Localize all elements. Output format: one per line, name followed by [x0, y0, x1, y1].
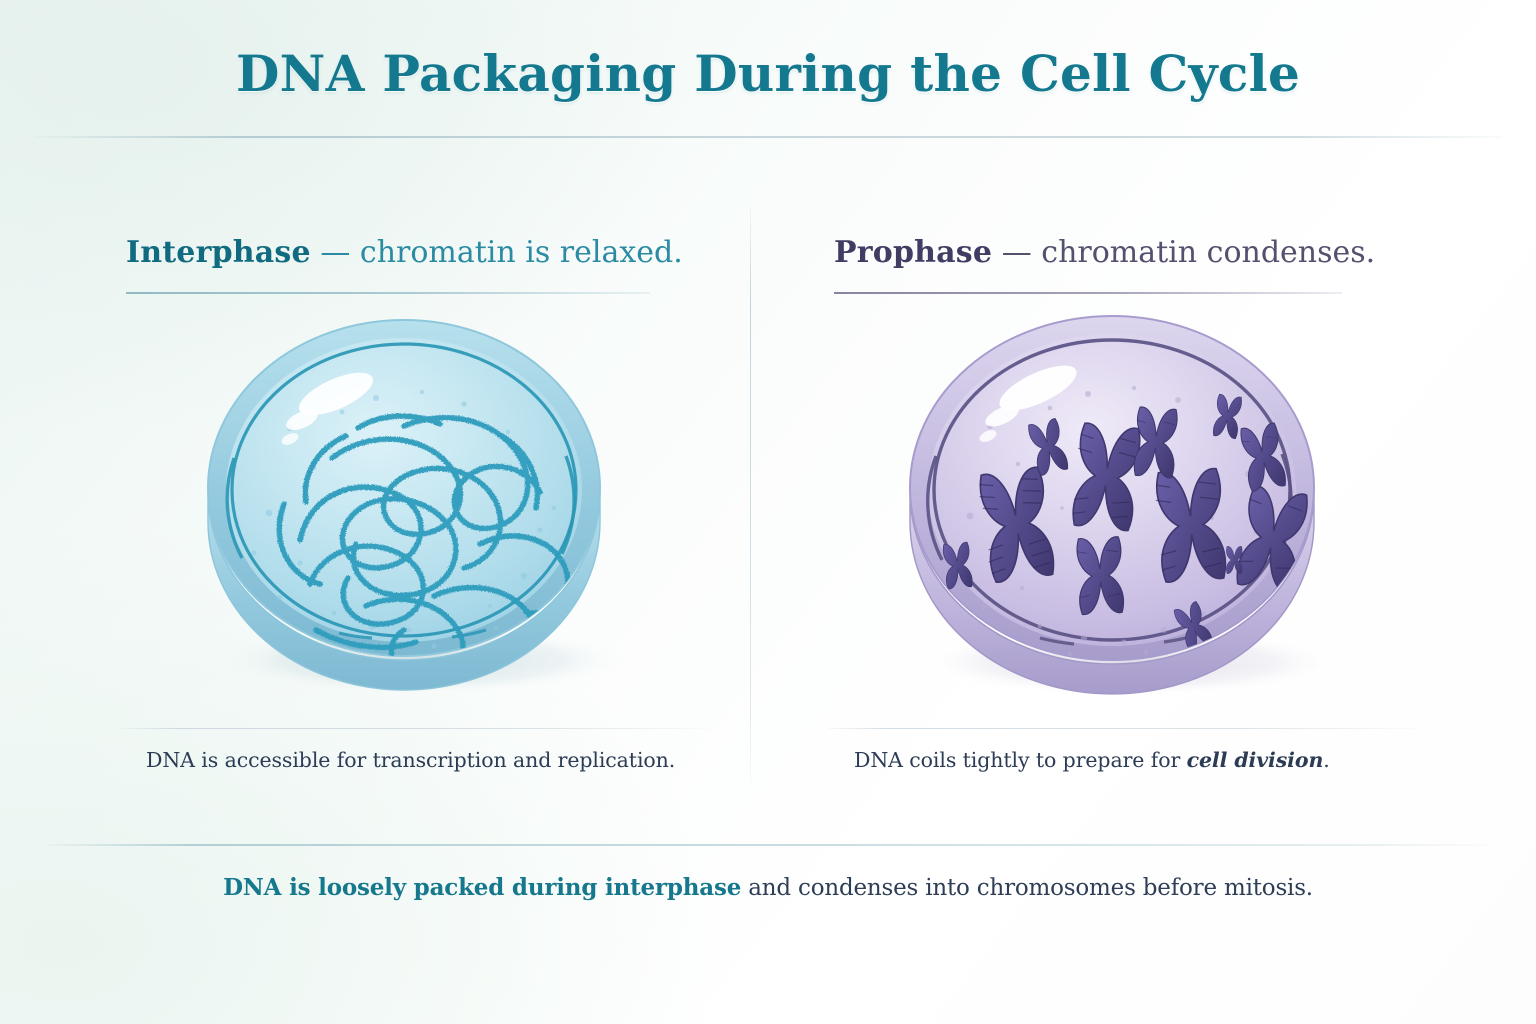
prophase-phase-name: Prophase	[834, 235, 993, 270]
panel-prophase: Prophase — chromatin condenses.	[812, 208, 1432, 788]
prophase-caption-text: DNA coils tightly to prepare for	[854, 748, 1187, 772]
prophase-caption-tail: .	[1323, 748, 1330, 772]
prophase-caption-emphasis: cell division	[1186, 748, 1324, 772]
interphase-heading: Interphase — chromatin is relaxed.	[126, 238, 683, 268]
prophase-caption: DNA coils tightly to prepare for cell di…	[854, 748, 1330, 772]
interphase-nucleus-illustration	[207, 319, 628, 694]
prophase-heading: Prophase — chromatin condenses.	[834, 238, 1375, 268]
page-title: DNA Packaging During the Cell Cycle	[235, 44, 1301, 103]
prophase-figure	[812, 308, 1432, 708]
title-divider	[34, 136, 1502, 138]
summary-rest: and condenses into chromosomes before mi…	[741, 875, 1313, 901]
interphase-heading-underline	[126, 292, 650, 294]
summary-divider	[48, 844, 1488, 846]
panel-divider	[750, 208, 751, 786]
summary-strong: DNA is loosely packed during interphase	[223, 874, 742, 901]
interphase-phase-desc: — chromatin is relaxed.	[320, 235, 683, 270]
prophase-caption-divider	[828, 728, 1416, 729]
interphase-phase-name: Interphase	[126, 235, 311, 270]
summary-line: DNA is loosely packed during interphase …	[0, 874, 1536, 901]
prophase-nucleus-illustration	[909, 315, 1340, 696]
interphase-figure	[104, 308, 724, 708]
prophase-phase-desc: — chromatin condenses.	[1001, 235, 1376, 270]
interphase-caption: DNA is accessible for transcription and …	[146, 748, 675, 772]
panel-interphase: Interphase — chromatin is relaxed.	[104, 208, 724, 788]
interphase-caption-divider	[120, 728, 708, 729]
prophase-heading-underline	[834, 292, 1342, 294]
interphase-caption-text: DNA is accessible for transcription and …	[146, 748, 676, 772]
